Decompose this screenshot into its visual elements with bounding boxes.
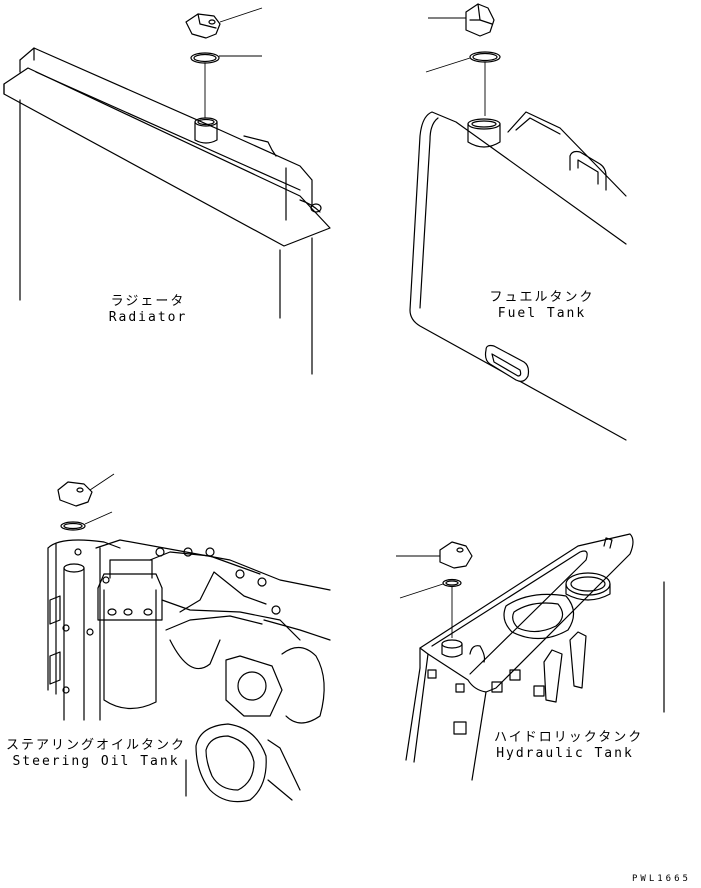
fuel-tank-inspection-cover	[484, 344, 530, 382]
steering-oil-tank-o-ring	[60, 521, 86, 531]
fuel-tank-label-jp: フュエルタンク	[489, 290, 595, 305]
radiator-tank	[19, 47, 313, 207]
hydraulic-tank-cap	[439, 541, 473, 569]
fuel-tank-label-en: Fuel Tank	[497, 306, 587, 321]
fuel-tank-drawing	[409, 3, 627, 441]
hydraulic-tank-o-ring	[442, 578, 462, 588]
radiator-label: ラジェータ Radiator	[96, 294, 200, 326]
steering-oil-tank-cap	[57, 481, 93, 507]
steering-oil-tank-label-en: Steering Oil Tank	[12, 754, 180, 769]
fuel-tank-label: フュエルタンク Fuel Tank	[474, 290, 610, 322]
radiator-filler-neck	[194, 121, 218, 144]
hydraulic-tank-label-en: Hydraulic Tank	[496, 746, 634, 761]
hydraulic-tank-label-jp: ハイドロリックタンク	[494, 730, 644, 745]
steering-oil-tank-label-jp: ステアリングオイルタンク	[5, 738, 186, 753]
hydraulic-tank-drawing	[396, 533, 665, 781]
radiator-cap	[185, 13, 221, 39]
steering-oil-tank-drawing	[47, 473, 331, 803]
radiator-label-en: Radiator	[108, 310, 188, 325]
steering-oil-tank-label: ステアリングオイルタンク Steering Oil Tank	[4, 738, 188, 770]
radiator-drawing	[3, 7, 331, 375]
fuel-tank-body	[409, 111, 627, 441]
drawing-code: PWL1665	[632, 874, 691, 884]
hydraulic-tank-label: ハイドロリックタンク Hydraulic Tank	[494, 730, 644, 762]
radiator-label-jp: ラジェータ	[110, 294, 186, 309]
hydraulic-tank-top-plate	[419, 533, 634, 693]
